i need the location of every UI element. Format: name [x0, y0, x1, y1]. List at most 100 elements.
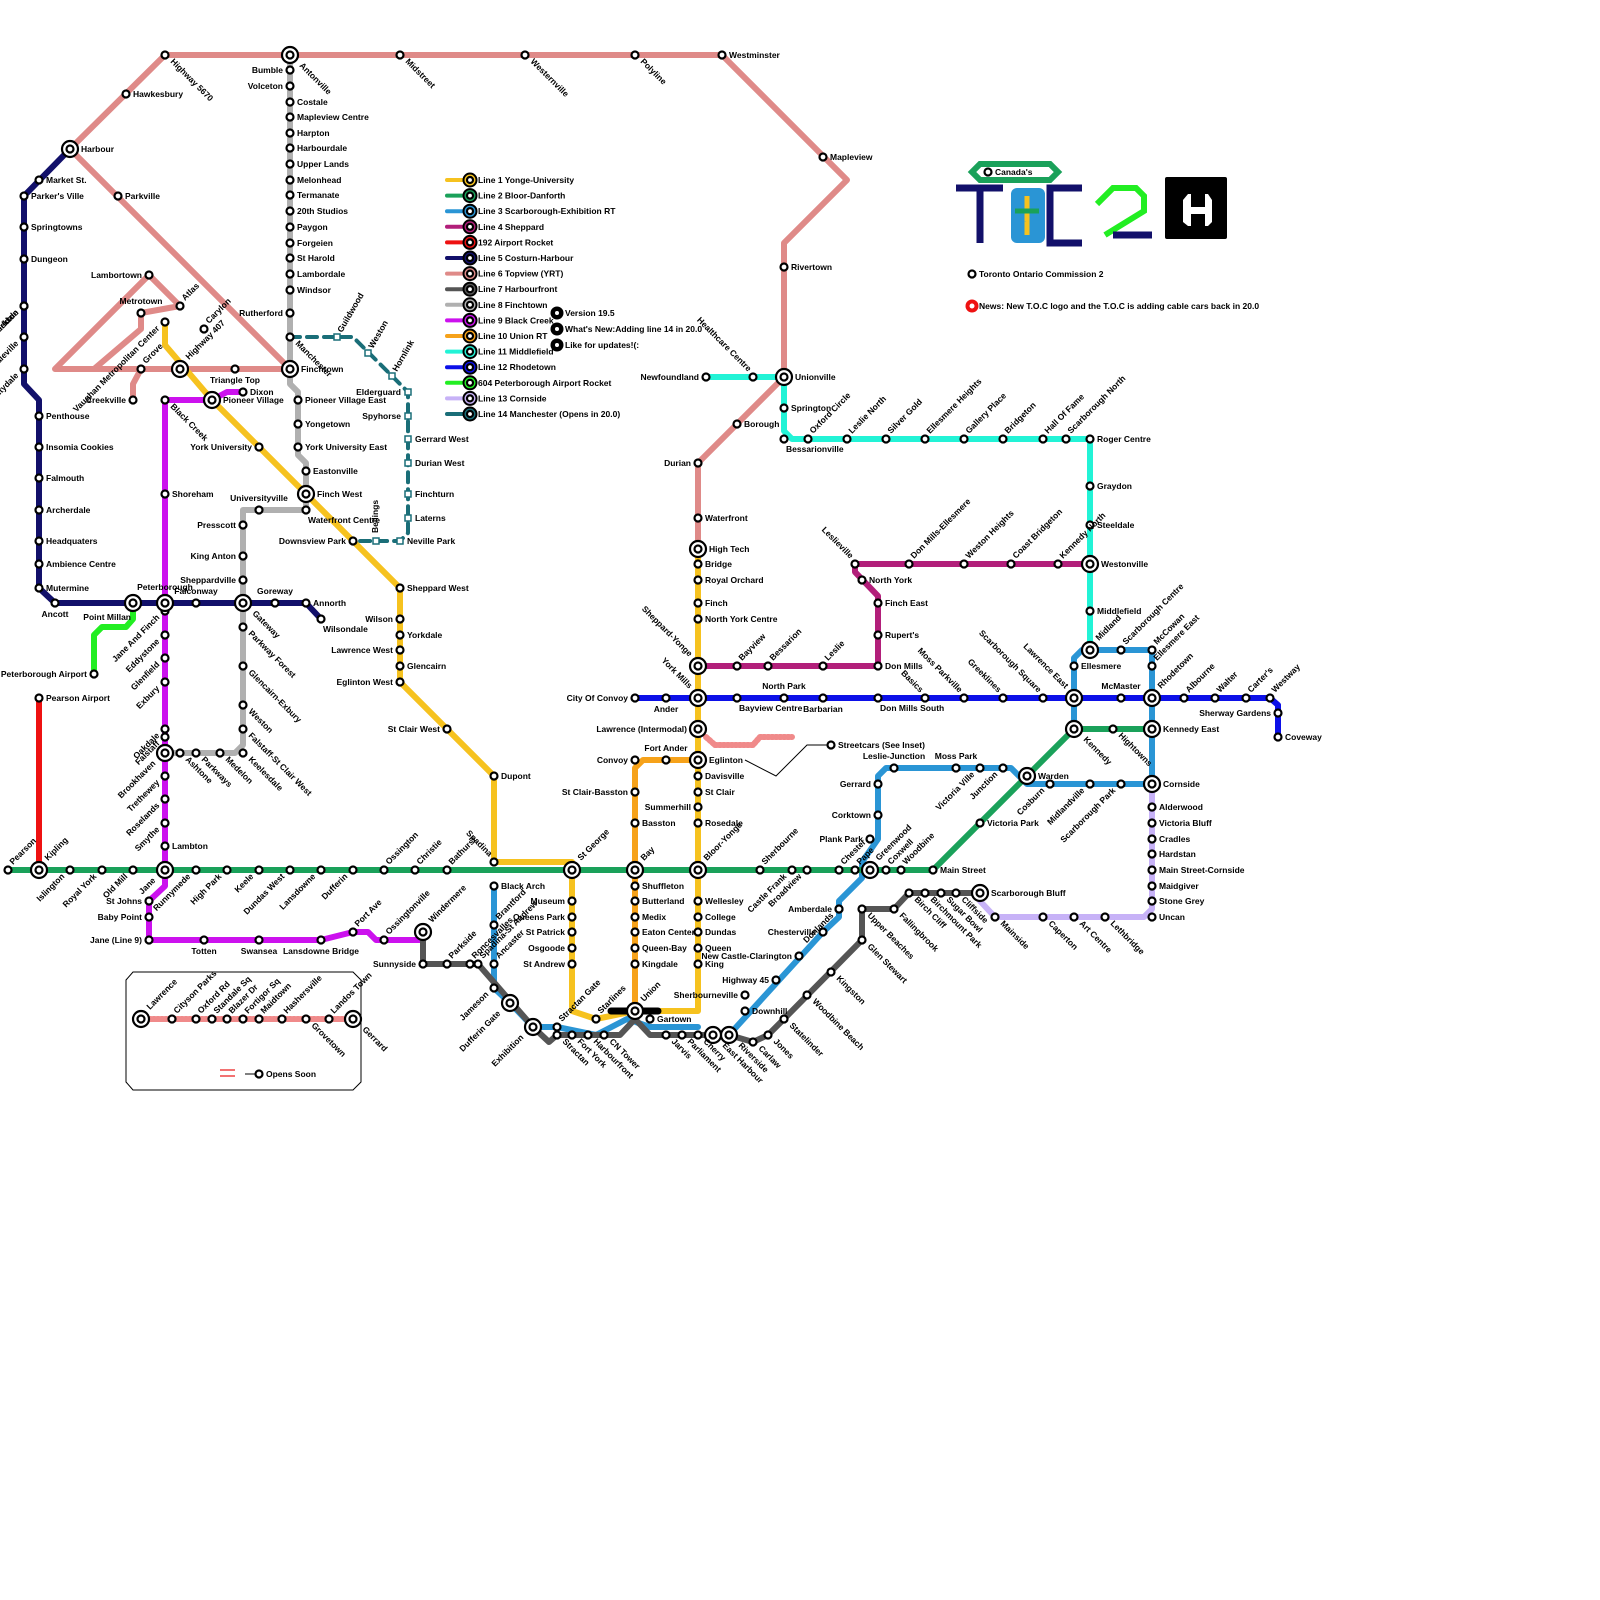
station-shoreham[interactable]: Shoreham — [160, 489, 215, 499]
station-wellesley[interactable]: Wellesley — [693, 896, 744, 906]
station-falmouth[interactable]: Falmouth — [34, 473, 85, 483]
station-st-andrew[interactable]: St Andrew — [523, 959, 577, 969]
station-swansea[interactable]: Swansea — [241, 935, 278, 957]
station-weston-heights[interactable]: Weston Heights — [959, 508, 1016, 569]
station-cradles[interactable]: Cradles — [1147, 834, 1191, 844]
station-pioneer-village-east[interactable]: Pioneer Village East — [293, 395, 387, 405]
station-summerhill[interactable]: Summerhill — [645, 802, 703, 812]
station-museum[interactable]: Museum — [531, 896, 577, 906]
station-dundas[interactable]: Dundas — [693, 927, 737, 937]
station-sherbourneville[interactable]: Sherbourneville — [674, 990, 750, 1000]
station-dungeon[interactable]: Dungeon — [19, 254, 68, 264]
station-roger-centre[interactable]: Roger Centre — [1085, 434, 1152, 444]
station-yongetown[interactable]: Yongetown — [293, 419, 351, 429]
station-scarborough-park[interactable]: Scarborough Park — [1058, 779, 1126, 845]
station-highway-45[interactable]: Highway 45 — [722, 975, 781, 985]
station-corktown[interactable]: Corktown — [832, 810, 883, 820]
station-windsor[interactable]: Windsor — [285, 285, 332, 295]
l14-station-hornlink[interactable]: Hornlink — [388, 338, 416, 380]
l14-station-elderguard[interactable]: Elderguard — [356, 387, 412, 397]
station-davisville[interactable]: Davisville — [693, 771, 745, 781]
station-hawkesbury[interactable]: Hawkesbury — [121, 89, 184, 99]
station-gerrard[interactable]: Gerrard — [840, 779, 883, 789]
station-alderwood[interactable]: Alderwood — [1147, 802, 1203, 812]
station-amberdale[interactable]: Amberdale — [788, 904, 844, 914]
station-don-mills[interactable]: Don Mills — [873, 661, 924, 671]
station-westminster[interactable]: Westminster — [717, 50, 781, 60]
station-finch[interactable]: Finch — [693, 598, 728, 608]
station-mapleview[interactable]: Mapleview — [818, 152, 873, 162]
station-leslieville[interactable]: Leslieville — [820, 525, 860, 569]
station-silver-gold[interactable]: Silver Gold — [881, 397, 925, 444]
station-queen[interactable]: Queen — [693, 943, 732, 953]
station-scarborough-square[interactable]: Scarborough Square — [977, 628, 1048, 703]
station-queen-bay[interactable]: Queen-Bay — [630, 943, 688, 953]
station-exhibition[interactable]: Exhibition — [489, 1017, 543, 1068]
station-market-st[interactable]: Market St. — [34, 175, 87, 185]
station-harbour[interactable]: Harbour — [60, 139, 115, 159]
station-paygon[interactable]: Paygon — [285, 222, 328, 232]
station-st-clair-basston[interactable]: St Clair-Basston — [562, 787, 640, 797]
station-westernville[interactable]: Westernville — [520, 50, 572, 99]
station-insomia-cookies[interactable]: Insomia Cookies — [34, 442, 114, 452]
station-peterborough[interactable]: Peterborough — [137, 582, 193, 613]
station-falconway[interactable]: Falconway — [174, 586, 218, 608]
station-dupont[interactable]: Dupont — [489, 771, 531, 781]
station-leslie-junction[interactable]: Leslie-Junction — [863, 751, 925, 773]
station-melonhead[interactable]: Melonhead — [285, 175, 342, 185]
station-rutherford[interactable]: Rutherford — [239, 308, 295, 318]
station-middlefield[interactable]: Middlefield — [1085, 606, 1142, 616]
station-lawrence-west[interactable]: Lawrence West — [331, 645, 405, 655]
station-york-university[interactable]: York University — [190, 442, 264, 452]
station-rupert-s[interactable]: Rupert's — [873, 630, 920, 640]
station-goreway[interactable]: Goreway — [257, 586, 293, 608]
station-maidgiver[interactable]: Maidgiver — [1147, 881, 1200, 891]
station-sheppard-west[interactable]: Sheppard West — [395, 583, 469, 593]
station-lambton[interactable]: Lambton — [160, 841, 208, 851]
station-mapleview-centre[interactable]: Mapleview Centre — [285, 112, 370, 122]
station-st-harold[interactable]: St Harold — [285, 253, 335, 263]
l14-station-durian-west[interactable]: Durian West — [404, 458, 465, 468]
station-coast-bridgeton[interactable]: Coast Bridgeton — [1006, 507, 1065, 569]
station-newfoundland[interactable]: Newfoundland — [640, 372, 711, 382]
station-st-patrick[interactable]: St Patrick — [526, 927, 577, 937]
station-sherway-gardens[interactable]: Sherway Gardens — [1199, 708, 1283, 718]
station-harpton[interactable]: Harpton — [285, 128, 330, 138]
station-upper-lands[interactable]: Upper Lands — [285, 159, 350, 169]
station-eglinton[interactable]: Eglinton — [688, 750, 743, 770]
station-borough[interactable]: Borough — [732, 419, 780, 429]
station-totten[interactable]: Totten — [191, 935, 217, 957]
station-st-clair-west[interactable]: St Clair West — [388, 724, 452, 734]
station-costale[interactable]: Costale — [285, 97, 328, 107]
station-jane-line-9[interactable]: Jane (Line 9) — [90, 935, 154, 945]
station-bridge[interactable]: Bridge — [693, 559, 733, 569]
station-ellesmere[interactable]: Ellesmere — [1069, 661, 1122, 671]
station-peterborough-airport[interactable]: Peterborough Airport — [1, 669, 99, 679]
station-high-tech[interactable]: High Tech — [688, 539, 749, 559]
station-finch-east[interactable]: Finch East — [873, 598, 929, 608]
station-glencairn[interactable]: Glencairn — [395, 661, 447, 671]
station-dixon[interactable]: Dixon — [238, 387, 274, 397]
station-steeldale[interactable]: Steeldale — [1085, 520, 1135, 530]
station-unionville[interactable]: Unionville — [774, 367, 836, 387]
station-medix[interactable]: Medix — [630, 912, 667, 922]
station-waterfront-centre[interactable]: Waterfront Centre — [301, 505, 381, 526]
station-bessarionville[interactable]: Bessarionville — [779, 434, 844, 455]
station-scarborough-bluff[interactable]: Scarborough Bluff — [970, 883, 1066, 903]
station-rosedale[interactable]: Rosedale — [693, 818, 744, 828]
station-black-creek[interactable]: Black Creek — [160, 395, 211, 444]
station-wilson[interactable]: Wilson — [365, 614, 405, 624]
station-downhill[interactable]: Downhill — [740, 1006, 788, 1016]
station-wilsondale[interactable]: Wilsondale — [316, 614, 369, 635]
station-stone-grey[interactable]: Stone Grey — [1147, 896, 1205, 906]
station-forgeien[interactable]: Forgeien — [285, 238, 333, 248]
station-sunnyside[interactable]: Sunnyside — [373, 959, 428, 969]
station-queens-park[interactable]: Queens Park — [513, 912, 577, 922]
station-king-anton[interactable]: King Anton — [191, 551, 248, 561]
station-ander[interactable]: Ander — [654, 693, 679, 715]
station-victoria-bluff[interactable]: Victoria Bluff — [1147, 818, 1212, 828]
station-coveway[interactable]: Coveway — [1273, 732, 1323, 742]
station-sheppardville[interactable]: Sheppardville — [180, 575, 248, 585]
station-basston[interactable]: Basston — [630, 818, 676, 828]
station-uncan[interactable]: Uncan — [1147, 912, 1185, 922]
